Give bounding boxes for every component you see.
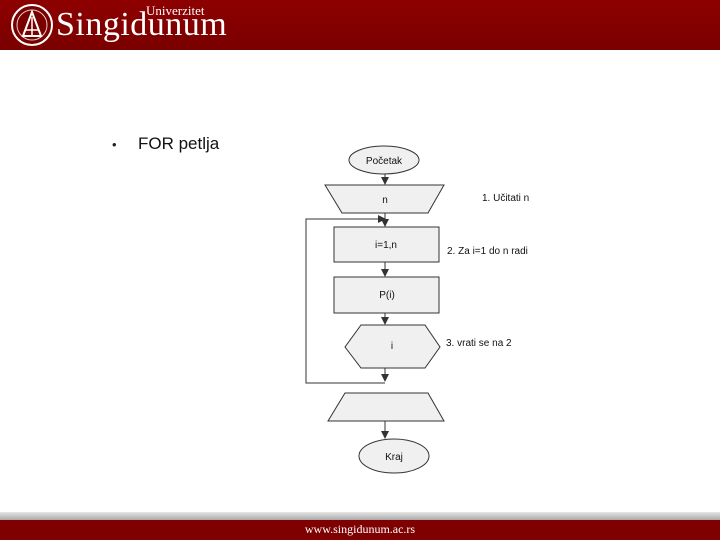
- header-bar: Singidunum Univerzitet: [0, 0, 720, 50]
- input-label: n: [382, 195, 388, 206]
- output-node: [327, 392, 445, 422]
- bullet-text: FOR petlja: [138, 134, 220, 153]
- end-label: Kraj: [385, 452, 403, 463]
- bullet-point: •: [112, 137, 117, 152]
- note-step1: 1. Učitati n: [482, 193, 529, 204]
- loop-init-node: [333, 226, 440, 263]
- start-label: Početak: [366, 156, 403, 167]
- footer-bar: [0, 520, 720, 540]
- decision-node: [344, 324, 441, 369]
- logo-wordmark: Singidunum: [56, 6, 228, 43]
- logo-subtitle: Univerzitet: [146, 3, 205, 18]
- footer-divider: [0, 512, 720, 520]
- end-node: [358, 438, 430, 474]
- university-crest-icon: [11, 4, 53, 46]
- flow-connectors: [305, 173, 389, 439]
- process-node: [333, 276, 440, 314]
- input-node: [324, 184, 445, 214]
- process-label: P(i): [379, 290, 395, 301]
- footer-url[interactable]: www.singidunum.ac.rs: [304, 522, 416, 536]
- loop-init-label: i=1,n: [375, 240, 397, 251]
- decision-label: i: [391, 341, 393, 352]
- note-step2: 2. Za i=1 do n radi: [447, 246, 528, 257]
- start-node: [348, 145, 420, 175]
- note-step3: 3. vrati se na 2: [446, 338, 512, 349]
